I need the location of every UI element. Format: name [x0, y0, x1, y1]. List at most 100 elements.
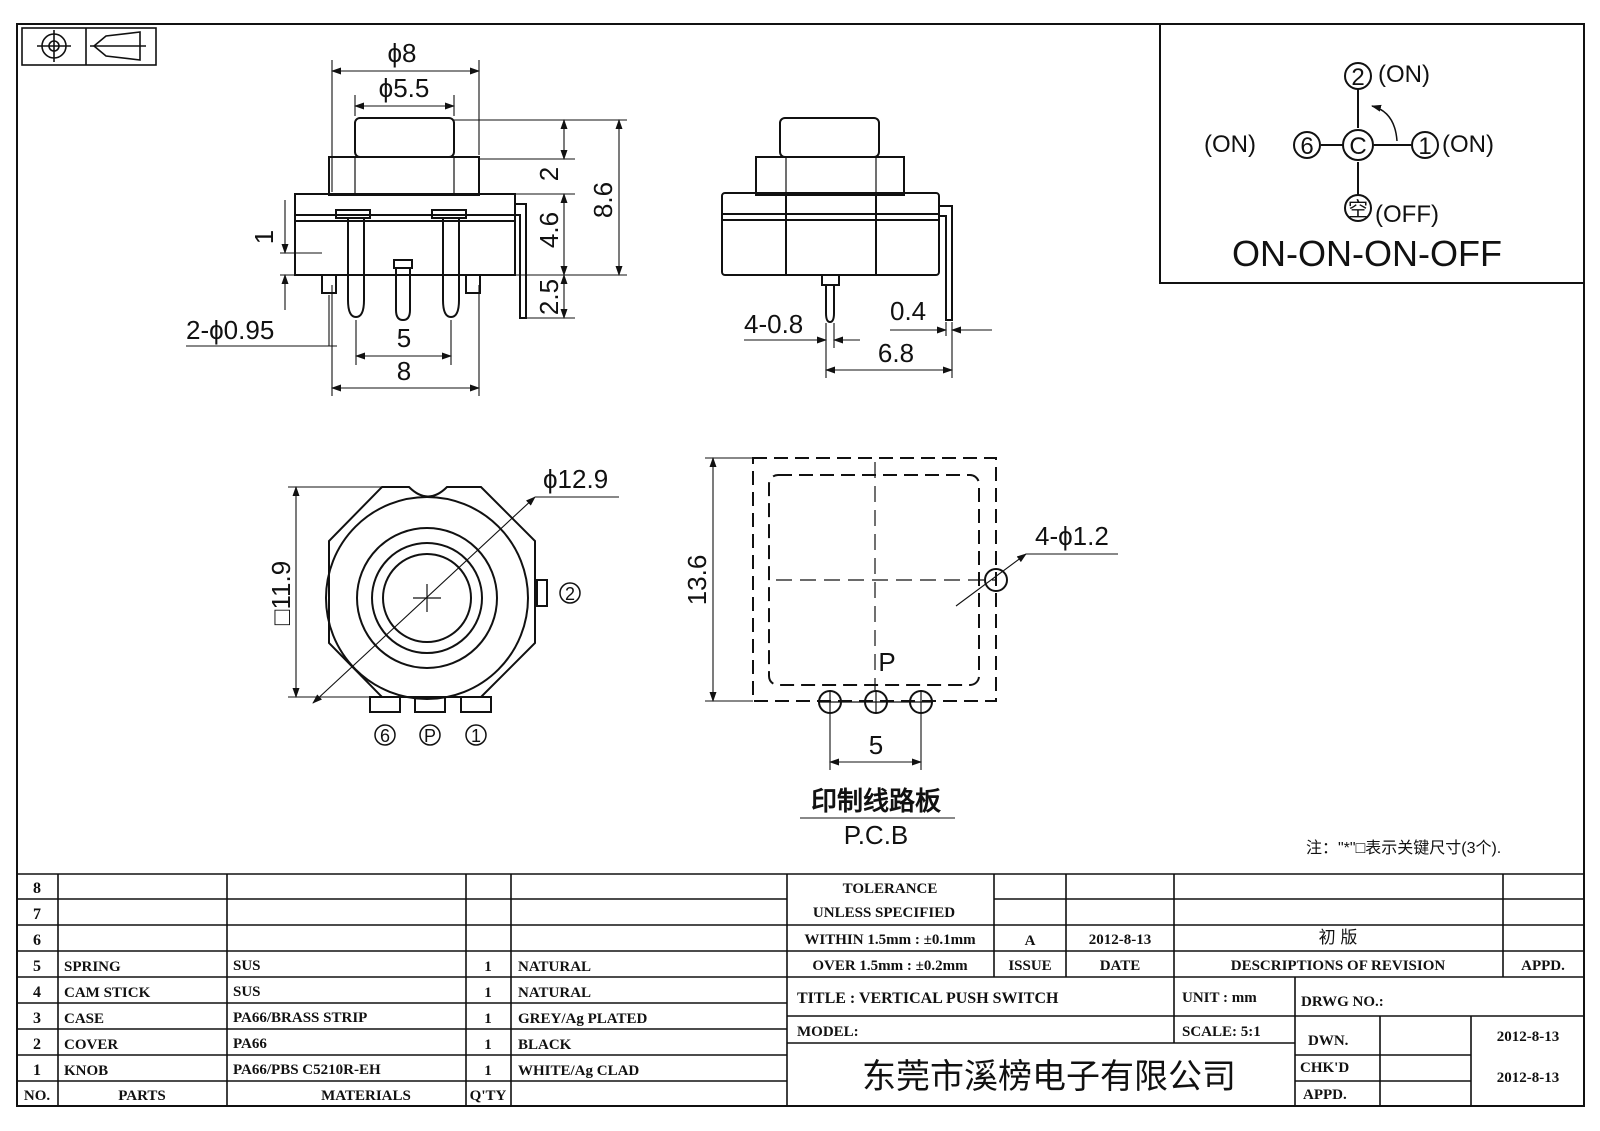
- front-pin-height: 2.5: [534, 279, 564, 315]
- key-dimension-note: 注："*"□表示关键尺寸(3个).: [1306, 839, 1501, 857]
- pcb-label-en: P.C.B: [844, 820, 909, 850]
- top-square-size: □11.9: [266, 561, 296, 625]
- schematic-pos2: 2: [1351, 64, 1364, 91]
- parts-row-3: 3 CASE PA66/BRASS STRIP 1 GREY/Ag PLATED: [33, 1010, 647, 1027]
- svg-text:2012-8-13: 2012-8-13: [1497, 1029, 1560, 1045]
- pcb-holes: 4-ϕ1.2: [1035, 521, 1109, 551]
- svg-text:SUS: SUS: [233, 984, 261, 1000]
- company-name: 东莞市溪榜电子有限公司: [862, 1058, 1236, 1096]
- table-grid: [17, 873, 1584, 1107]
- top-diameter: ϕ12.9: [543, 464, 608, 494]
- tolerance-block: TOLERANCE UNLESS SPECIFIED WITHIN 1.5mm …: [804, 881, 976, 974]
- schematic-box: [1159, 23, 1585, 284]
- terminal-1-marker: 1: [465, 724, 487, 746]
- svg-text:1: 1: [484, 959, 492, 975]
- svg-text:WITHIN 1.5mm : ±0.1mm: WITHIN 1.5mm : ±0.1mm: [804, 932, 976, 948]
- svg-text:COVER: COVER: [64, 1037, 118, 1053]
- svg-text:1: 1: [484, 1063, 492, 1079]
- schematic-sequence: ON-ON-ON-OFF: [1232, 233, 1502, 274]
- schematic-pos6-state: (ON): [1204, 131, 1256, 158]
- svg-text:OVER 1.5mm : ±0.2mm: OVER 1.5mm : ±0.2mm: [812, 958, 968, 974]
- front-view: [294, 117, 527, 322]
- svg-text:CASE: CASE: [64, 1011, 104, 1027]
- svg-text:PA66: PA66: [233, 1036, 267, 1052]
- front-width: 8: [397, 356, 411, 386]
- parts-row-1: 1 KNOB PA66/PBS C5210R-EH 1 WHITE/Ag CLA…: [33, 1062, 639, 1079]
- side-view-dimensions: [744, 322, 992, 378]
- svg-text:2: 2: [33, 1036, 41, 1053]
- drawing-title: TITLE : VERTICAL PUSH SWITCH: [797, 990, 1059, 1007]
- front-pin-offset: 1: [249, 230, 279, 244]
- svg-text:APPD.: APPD.: [1303, 1087, 1347, 1103]
- terminal-2-marker: 2: [559, 582, 581, 604]
- parts-table-header: NO. PARTS MATERIALS Q'TY: [24, 1088, 507, 1104]
- svg-text:KNOB: KNOB: [64, 1063, 108, 1079]
- parts-row-5: 5 SPRING SUS 1 NATURAL: [33, 958, 591, 975]
- svg-text:初 版: 初 版: [1319, 928, 1358, 947]
- svg-text:UNIT : mm: UNIT : mm: [1182, 990, 1257, 1006]
- svg-text:1: 1: [33, 1062, 41, 1079]
- front-view-dimensions: [186, 60, 627, 396]
- svg-text:APPD.: APPD.: [1521, 958, 1565, 974]
- svg-text:6: 6: [33, 932, 41, 949]
- svg-text:2: 2: [565, 584, 575, 604]
- parts-row-8: 8: [33, 880, 41, 897]
- svg-text:NATURAL: NATURAL: [518, 985, 591, 1001]
- pcb-layout: [752, 457, 1008, 714]
- front-knob-height: 2: [534, 167, 564, 181]
- front-holes: 2-ϕ0.95: [186, 315, 274, 345]
- svg-text:NO.: NO.: [24, 1088, 51, 1104]
- pcb-pin-p: P: [878, 647, 895, 677]
- svg-text:1: 1: [484, 1011, 492, 1027]
- svg-text:PA66/PBS C5210R-EH: PA66/PBS C5210R-EH: [233, 1062, 381, 1078]
- pcb-label-cn: 印制线路板: [811, 786, 941, 816]
- svg-text:2012-8-13: 2012-8-13: [1089, 932, 1152, 948]
- svg-text:2012-8-13: 2012-8-13: [1497, 1070, 1560, 1086]
- svg-text:BLACK: BLACK: [518, 1037, 572, 1053]
- side-pin-width: 4-0.8: [744, 309, 803, 339]
- svg-text:NATURAL: NATURAL: [518, 959, 591, 975]
- schematic-pos1-state: (ON): [1442, 131, 1494, 158]
- svg-text:WHITE/Ag CLAD: WHITE/Ag CLAD: [518, 1063, 639, 1079]
- parts-row-2: 2 COVER PA66 1 BLACK: [33, 1036, 572, 1053]
- svg-text:CAM STICK: CAM STICK: [64, 985, 151, 1001]
- front-outer-diameter: ϕ8: [387, 38, 416, 68]
- svg-text:GREY/Ag PLATED: GREY/Ag PLATED: [518, 1011, 647, 1027]
- svg-text:A: A: [1025, 933, 1036, 949]
- rotation-arrow-icon: [1371, 104, 1398, 142]
- svg-text:1: 1: [484, 1037, 492, 1053]
- svg-text:MODEL:: MODEL:: [797, 1024, 859, 1040]
- side-tab-thickness: 0.4: [890, 296, 926, 326]
- svg-text:6: 6: [380, 726, 390, 746]
- schematic-center: C: [1349, 133, 1366, 160]
- svg-text:DATE: DATE: [1100, 958, 1141, 974]
- side-view: [721, 117, 953, 324]
- schematic-pos1: 1: [1418, 133, 1431, 160]
- front-total-height: 8.6: [588, 182, 618, 218]
- revision-block: A 2012-8-13 初 版 ISSUE DATE DESCRIPTIONS …: [1008, 928, 1565, 974]
- pcb-height: 13.6: [682, 555, 712, 606]
- svg-text:PA66/BRASS STRIP: PA66/BRASS STRIP: [233, 1010, 367, 1026]
- svg-text:3: 3: [33, 1010, 41, 1027]
- schematic-pos2-state: (ON): [1378, 61, 1430, 88]
- schematic-off-state: (OFF): [1375, 201, 1439, 228]
- svg-text:P: P: [424, 726, 436, 746]
- schematic-off: 空: [1348, 198, 1368, 221]
- pcb-pitch: 5: [869, 730, 883, 760]
- projection-symbol-icon: [21, 27, 157, 66]
- front-body-height: 4.6: [534, 212, 564, 248]
- svg-text:MATERIALS: MATERIALS: [321, 1088, 411, 1104]
- side-depth: 6.8: [878, 338, 914, 368]
- svg-text:CHK'D: CHK'D: [1300, 1060, 1349, 1076]
- svg-text:8: 8: [33, 880, 41, 897]
- svg-text:4: 4: [33, 984, 41, 1001]
- svg-text:DWN.: DWN.: [1308, 1033, 1349, 1049]
- svg-text:SUS: SUS: [233, 958, 261, 974]
- parts-row-6: 6: [33, 932, 41, 949]
- svg-text:1: 1: [471, 726, 481, 746]
- front-inner-diameter: ϕ5.5: [379, 73, 430, 103]
- terminal-p-marker: P: [419, 724, 441, 746]
- svg-text:Q'TY: Q'TY: [470, 1088, 507, 1104]
